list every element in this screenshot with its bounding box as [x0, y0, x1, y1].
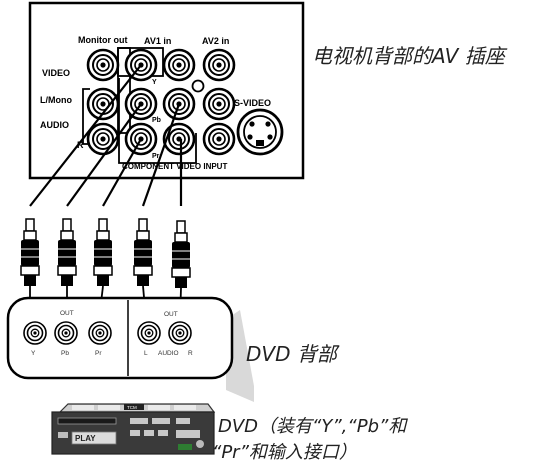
dvd-label-y: Y [31, 350, 36, 357]
dvd-label-out-right: OUT [164, 311, 178, 318]
cable-pr [102, 138, 142, 207]
caption-tv-back: 电视机背部的AV 插座 [312, 44, 505, 68]
label-pr: Pr [152, 153, 160, 160]
label-audio: AUDIO [40, 120, 69, 130]
control-button-6[interactable] [158, 430, 168, 436]
dvd-label-r: R [188, 350, 193, 357]
label-r: R [77, 140, 84, 150]
display-text: PLAY [75, 434, 96, 443]
player-vent-2 [98, 405, 120, 410]
player-brand: TCM [127, 405, 137, 410]
label-pb: Pb [152, 117, 161, 124]
label-y: Y [152, 79, 157, 86]
tv-av2-right-jack[interactable] [202, 122, 236, 156]
label-av2-in: AV2 in [202, 36, 229, 46]
status-led [178, 444, 192, 450]
cable-y [29, 64, 142, 207]
tv-monitor-out-right-jack[interactable] [86, 122, 120, 156]
plug-pr [93, 218, 113, 287]
plug-audio-r [171, 220, 191, 289]
display-screen [71, 431, 117, 445]
tv-back-panel: Monitor out AV1 in AV2 in VIDEO L/Mono A… [28, 1, 305, 180]
dvd-audio-l-jack[interactable] [137, 321, 161, 345]
control-button-4[interactable] [130, 430, 140, 436]
disc-tray[interactable] [57, 417, 117, 425]
control-button-1[interactable] [130, 418, 148, 424]
dvd-label-out-left: OUT [60, 310, 74, 317]
dvd-pb-jack[interactable] [54, 321, 78, 345]
control-button-2[interactable] [152, 418, 170, 424]
dvd-pr-jack[interactable] [88, 321, 112, 345]
caption-dvd-note-1: DVD（装有“Y”,“Pb”和 [218, 416, 407, 437]
control-knob[interactable] [196, 440, 204, 448]
tv-small-ring-icon [191, 79, 205, 93]
dvd-label-pb: Pb [61, 350, 69, 357]
plug-audio-l [133, 218, 153, 287]
caption-dvd-note-2: “Pr”和输入接口） [212, 442, 357, 463]
dvd-back-panel: OUT OUT Y Pb Pr L AUDIO R [6, 296, 254, 402]
power-button[interactable] [58, 432, 68, 438]
dvd-audio-r-jack[interactable] [168, 321, 192, 345]
tv-monitor-out-video-jack[interactable] [86, 48, 120, 82]
plug-y [20, 218, 40, 287]
label-monitor-out: Monitor out [78, 35, 127, 45]
cables [29, 64, 183, 207]
control-button-5[interactable] [144, 430, 154, 436]
cable-audio-l [141, 103, 181, 207]
tv-av1-video-jack[interactable] [162, 48, 196, 82]
label-s-video: S-VIDEO [234, 98, 271, 108]
dvd-label-pr: Pr [95, 350, 102, 357]
label-video: VIDEO [42, 68, 70, 78]
tv-av2-video-jack[interactable] [202, 48, 236, 82]
dvd-label-l: L [144, 350, 148, 357]
rca-plugs [20, 218, 191, 289]
label-av1-in: AV1 in [144, 36, 171, 46]
player-vent-1 [72, 405, 94, 410]
label-component-video-input: COMPONENT VIDEO INPUT [122, 162, 227, 171]
plug-pb [57, 218, 77, 287]
cable-pb [66, 103, 142, 207]
tv-av1-right-jack[interactable] [162, 122, 196, 156]
s-video-jack[interactable] [236, 108, 284, 156]
caption-dvd-back: DVD 背部 [246, 342, 337, 366]
tv-av2-left-jack[interactable] [202, 87, 236, 121]
label-l-mono: L/Mono [40, 95, 72, 105]
dvd-y-jack[interactable] [23, 321, 47, 345]
player-vent-4 [174, 405, 196, 410]
control-button-3[interactable] [176, 418, 190, 424]
dvd-label-audio: AUDIO [158, 350, 179, 357]
dvd-player: TCM PLAY [51, 403, 216, 455]
control-button-7[interactable] [176, 430, 200, 438]
player-vent-3 [148, 405, 170, 410]
